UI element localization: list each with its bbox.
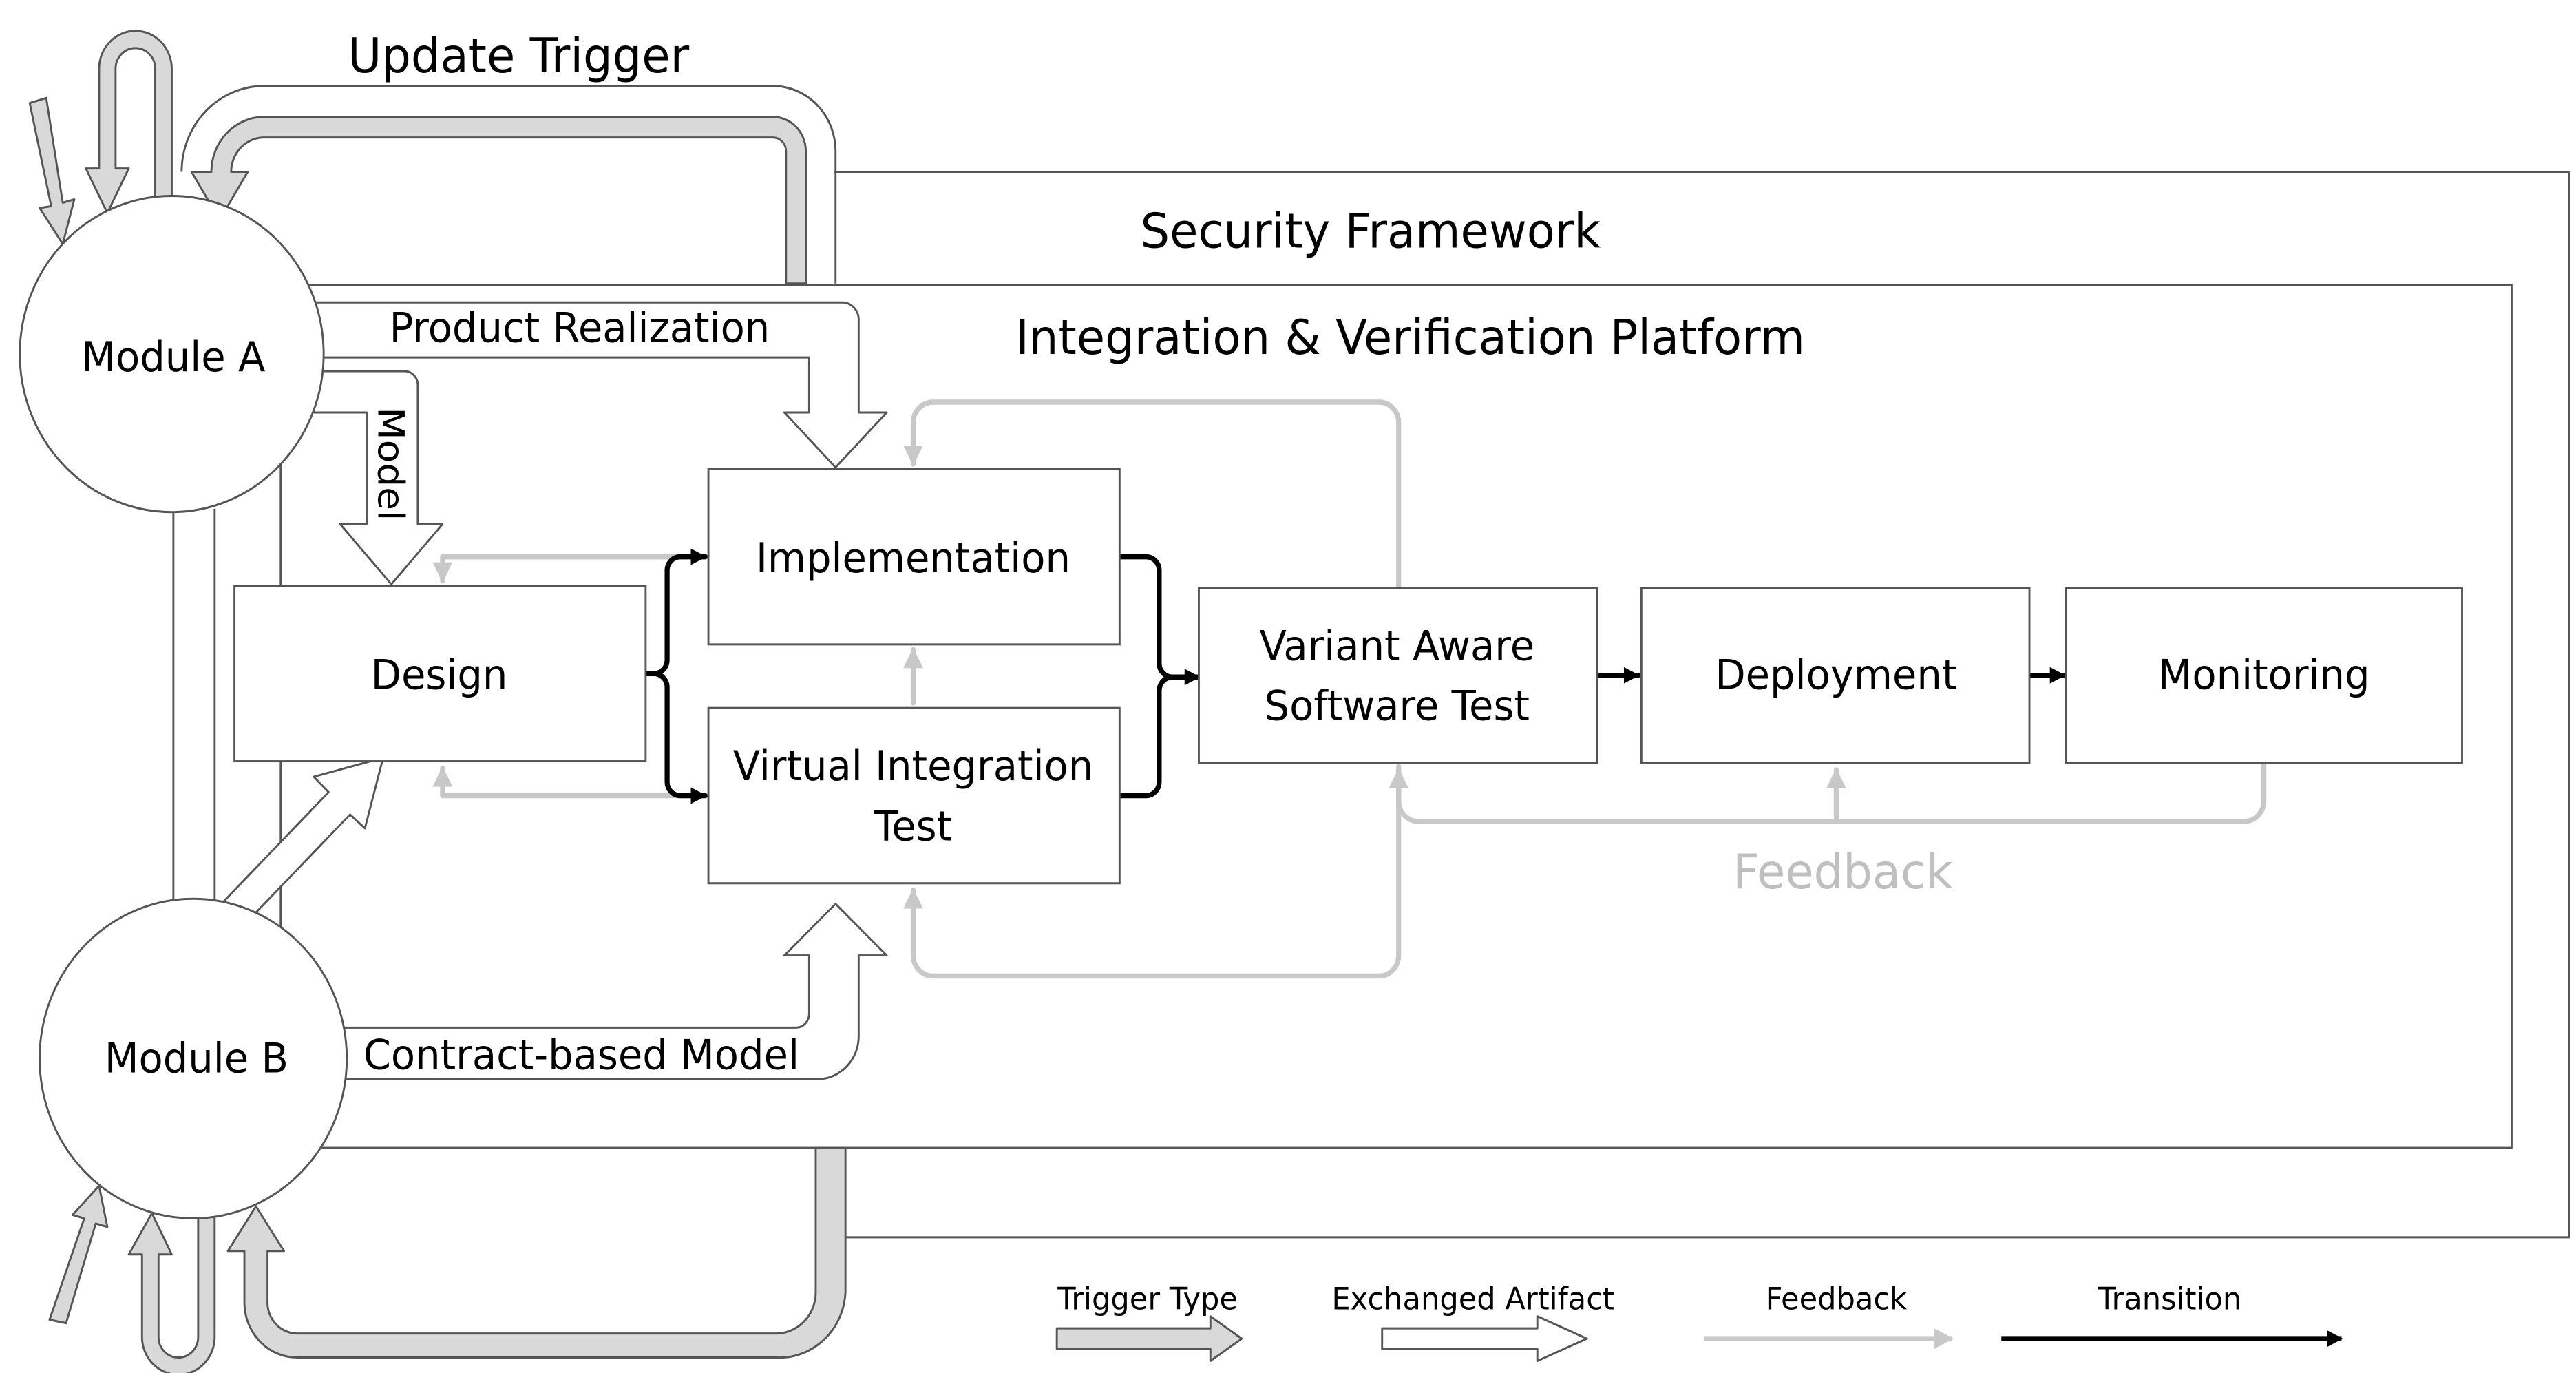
virtual-integration-line1: Virtual Integration [733,742,1094,790]
module-b-to-design-arrow [218,757,384,917]
implementation-box [707,468,1121,646]
module-connector [172,508,216,908]
security-framework-frame [834,171,2570,1239]
update-trigger-label: Update Trigger [348,28,690,85]
module-a-circle [19,195,325,514]
virtual-integration-test-box [707,706,1121,885]
module-b-circle [39,897,348,1219]
product-realization-label: Product Realization [390,304,770,352]
deployment-label: Deployment [1715,651,1957,699]
deployment-box [1640,587,2031,764]
virtual-integration-line2: Test [874,801,952,850]
design-box [233,585,647,763]
legend-feedback-label: Feedback [1766,1281,1908,1317]
variant-aware-line1: Variant Aware [1259,621,1534,669]
contract-model-arrow [338,903,888,1080]
variant-aware-line2: Software Test [1265,682,1530,730]
contract-model-label: Contract-based Model [363,1030,799,1078]
legend-trigger-arrow [1055,1315,1243,1363]
monitoring-label: Monitoring [2158,651,2370,699]
model-label: Model [370,407,412,521]
update-trigger-bottom [48,1146,847,1373]
security-framework-label: Security Framework [1141,203,1601,260]
implementation-label: Implementation [756,534,1070,582]
variant-aware-software-test-box [1198,587,1598,764]
legend-transition-label: Transition [2098,1281,2242,1317]
feedback-label: Feedback [1733,844,1953,901]
design-label: Design [371,651,508,699]
legend: Trigger Type Exchanged Artifact Feedback… [1055,1281,2343,1363]
monitoring-box [2065,587,2463,764]
legend-artifact-arrow [1381,1315,1588,1363]
legend-trigger-label: Trigger Type [1057,1281,1238,1317]
platform-label: Integration & Verification Platform [1015,310,1805,366]
product-realization-arrow [305,301,888,469]
update-trigger-top [28,30,837,285]
module-b-label: Module B [105,1034,288,1082]
module-a-label: Module A [81,333,265,381]
transition-arrows [643,548,2067,804]
feedback-arrows [432,399,2267,979]
legend-artifact-label: Exchanged Artifact [1331,1281,1614,1317]
model-arrow [313,370,444,586]
